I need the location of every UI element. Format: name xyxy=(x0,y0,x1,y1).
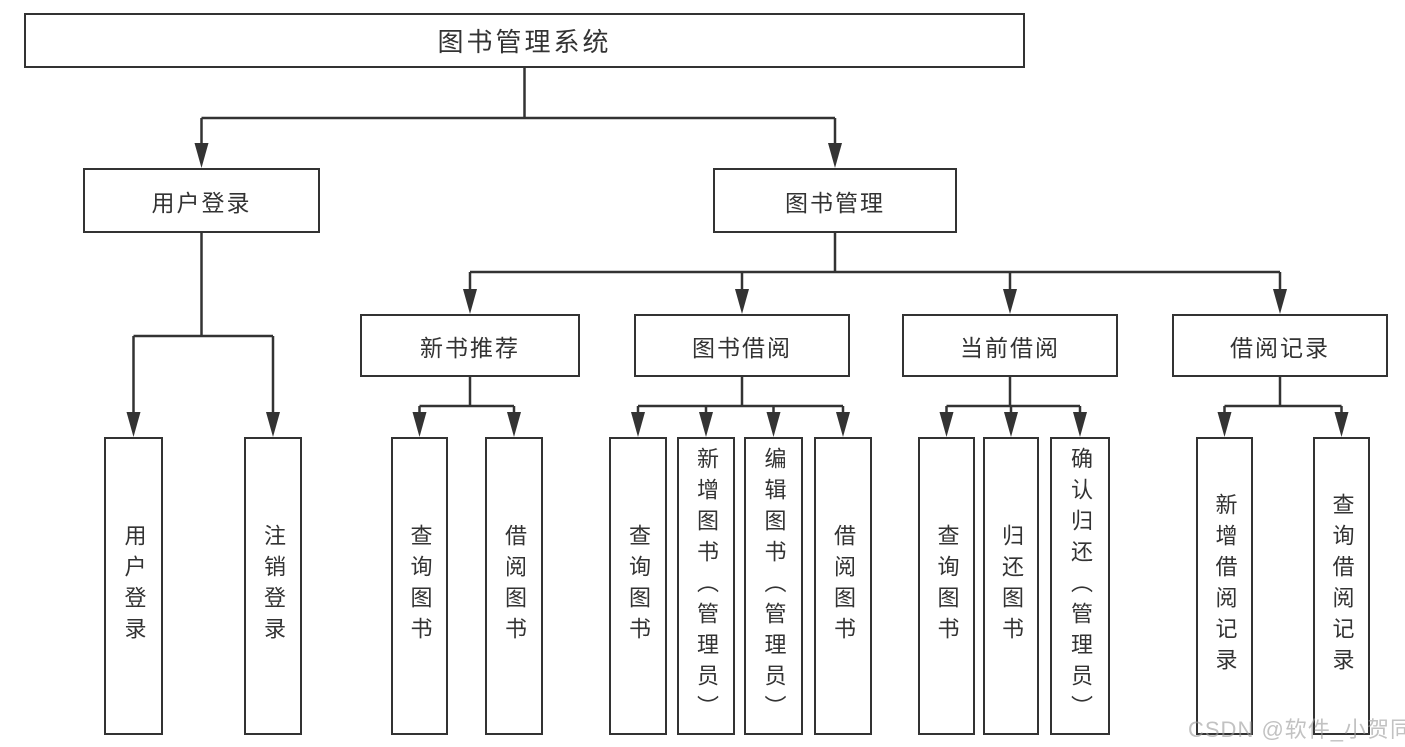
arrowhead-icon xyxy=(1004,412,1018,437)
arrowhead-icon xyxy=(939,412,954,437)
node-current-borrowing: 当前借阅 xyxy=(902,314,1118,377)
leaf-label: 查询图书 xyxy=(626,524,651,648)
arrowhead-icon xyxy=(1334,412,1349,437)
arrowhead-icon xyxy=(412,412,427,437)
arrowhead-icon xyxy=(126,412,141,437)
leaf-user-login: 用户登录 xyxy=(104,437,163,735)
connector-root-to-level2 xyxy=(194,68,842,168)
arrowhead-icon xyxy=(1273,289,1287,314)
arrowhead-icon xyxy=(266,412,280,437)
csdn-watermark: CSDN @软件_小贺同学 xyxy=(1188,717,1405,742)
connector-borrow-records-children xyxy=(1217,377,1349,437)
arrowhead-icon xyxy=(1217,412,1232,437)
leaf-current-return-books: 归还图书 xyxy=(983,437,1039,735)
arrowhead-icon xyxy=(836,412,850,437)
leaf-label: 注销登录 xyxy=(261,524,286,648)
arrowhead-icon xyxy=(766,412,781,437)
node-book-management: 图书管理 xyxy=(713,168,957,233)
arrowhead-icon xyxy=(194,143,209,168)
arrowhead-icon xyxy=(631,412,645,437)
arrowhead-icon xyxy=(1073,412,1087,437)
node-new-book-recommendation: 新书推荐 xyxy=(360,314,580,377)
arrowhead-icon xyxy=(699,412,713,437)
connector-user-login-children xyxy=(126,233,280,437)
node-book-borrowing: 图书借阅 xyxy=(634,314,850,377)
arrowhead-icon xyxy=(735,289,749,314)
leaf-label: 查询图书 xyxy=(407,524,433,648)
leaf-newbook-borrow-books: 借阅图书 xyxy=(485,437,543,735)
leaf-label: 借阅图书 xyxy=(502,524,527,648)
arrowhead-icon xyxy=(463,289,477,314)
leaf-label: 查询借阅记录 xyxy=(1329,493,1355,679)
leaf-label: 借阅图书 xyxy=(831,524,856,648)
connector-current-borrowing-children xyxy=(939,377,1087,437)
leaf-borrowing-borrow-books: 借阅图书 xyxy=(814,437,872,735)
node-user-login: 用户登录 xyxy=(83,168,320,233)
leaf-records-query-borrow-record: 查询借阅记录 xyxy=(1313,437,1370,735)
leaf-label: 新增图书（管理员） xyxy=(694,446,719,726)
leaf-logout: 注销登录 xyxy=(244,437,302,735)
arrowhead-icon xyxy=(828,143,842,168)
leaf-label: 归还图书 xyxy=(999,524,1024,648)
leaf-label: 用户登录 xyxy=(121,524,147,648)
connector-book-borrowing-children xyxy=(631,377,850,437)
leaf-borrowing-add-books-admin: 新增图书（管理员） xyxy=(677,437,735,735)
leaf-records-add-borrow-record: 新增借阅记录 xyxy=(1196,437,1253,735)
leaf-label: 确认归还（管理员） xyxy=(1068,446,1093,726)
leaf-borrowing-edit-books-admin: 编辑图书（管理员） xyxy=(744,437,803,735)
leaf-newbook-query-books: 查询图书 xyxy=(391,437,448,735)
leaf-label: 新增借阅记录 xyxy=(1212,493,1238,679)
arrowhead-icon xyxy=(1003,289,1017,314)
node-borrowing-records: 借阅记录 xyxy=(1172,314,1388,377)
arrowhead-icon xyxy=(507,412,521,437)
connector-book-management-children xyxy=(463,233,1287,314)
node-system-root: 图书管理系统 xyxy=(24,13,1025,68)
leaf-current-query-books: 查询图书 xyxy=(918,437,975,735)
leaf-label: 查询图书 xyxy=(934,524,960,648)
leaf-label: 编辑图书（管理员） xyxy=(761,446,787,726)
leaf-borrowing-query-books: 查询图书 xyxy=(609,437,667,735)
leaf-current-confirm-return-admin: 确认归还（管理员） xyxy=(1050,437,1110,735)
connector-new-book-children xyxy=(412,377,521,437)
